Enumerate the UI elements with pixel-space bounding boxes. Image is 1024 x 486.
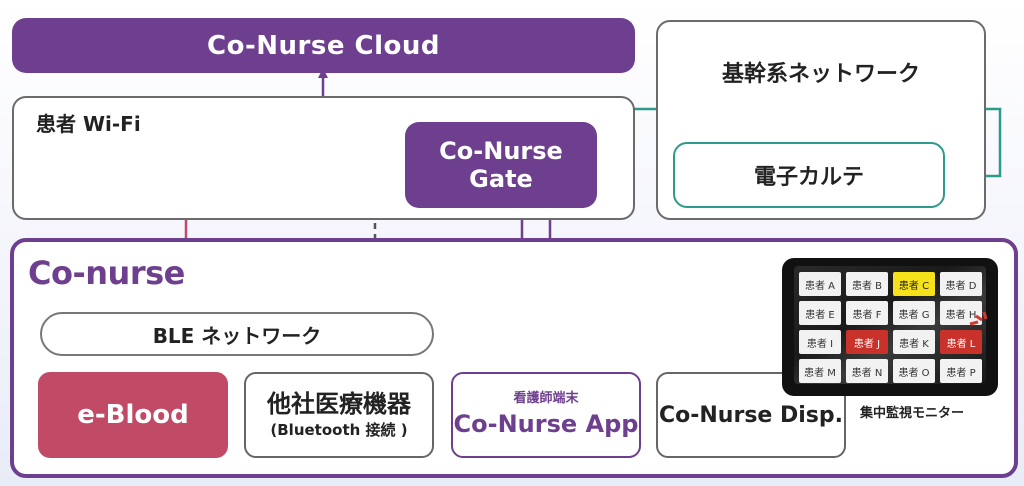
conurse-cloud-box: Co-Nurse Cloud (12, 18, 635, 73)
patient-tile: 患者 O (893, 359, 935, 383)
other-devices-sublabel: (Bluetooth 接続 ) (270, 421, 408, 439)
alert-icon (969, 311, 988, 326)
gate-label: Co-Nurse Gate (439, 137, 563, 193)
ble-network-label: BLE ネットワーク (152, 323, 322, 348)
patient-tile: 患者 J (846, 330, 888, 354)
patient-wifi-label: 患者 Wi-Fi (36, 112, 141, 136)
cloud-label: Co-Nurse Cloud (207, 30, 440, 61)
patient-tile: 患者 G (893, 301, 935, 325)
patient-tile: 患者 D (940, 272, 982, 296)
ehr-box: 電子カルテ (673, 142, 945, 208)
patient-tile: 患者 B (846, 272, 888, 296)
conurse-gate-box: Co-Nurse Gate (405, 122, 597, 208)
patient-tile: 患者 P (940, 359, 982, 383)
ble-network-box: BLE ネットワーク (40, 312, 434, 356)
monitor-label: 集中監視モニター (860, 406, 965, 421)
patient-tile: 患者 M (799, 359, 841, 383)
disp-label: Co-Nurse Disp. (659, 402, 843, 428)
eblood-label: e-Blood (77, 400, 189, 430)
patient-tile: 患者 A (799, 272, 841, 296)
ehr-label: 電子カルテ (753, 165, 864, 190)
conurse-title: Co-nurse (28, 254, 185, 292)
eblood-box: e-Blood (38, 372, 228, 458)
patient-tile: 患者 L (940, 330, 982, 354)
backbone-network-title: 基幹系ネットワーク (721, 62, 920, 87)
patient-tile: 患者 F (846, 301, 888, 325)
patient-tile: 患者 E (799, 301, 841, 325)
conurse-app-box: 看護師端末 Co-Nurse App (451, 372, 641, 458)
other-devices-box: 他社医療機器 (Bluetooth 接続 ) (244, 372, 434, 458)
conurse-disp-box: Co-Nurse Disp. (656, 372, 846, 458)
patient-tile: 患者 H (940, 301, 982, 325)
patient-tile: 患者 I (799, 330, 841, 354)
other-devices-label: 他社医療機器 (267, 390, 411, 418)
app-caption: 看護師端末 (513, 391, 579, 406)
patient-tile: 患者 K (893, 330, 935, 354)
app-label: Co-Nurse App (453, 410, 639, 438)
patient-tile: 患者 C (893, 272, 935, 296)
patient-tile: 患者 N (846, 359, 888, 383)
